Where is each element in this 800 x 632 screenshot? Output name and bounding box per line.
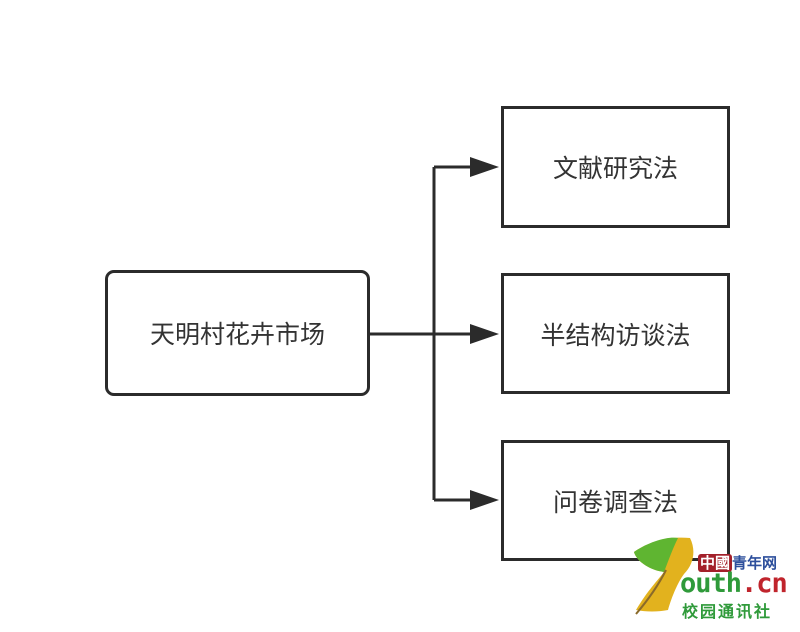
arrow-to-method-1	[434, 157, 499, 177]
method-label: 文献研究法	[552, 154, 678, 183]
logo-cn: 中國青年网	[698, 554, 778, 572]
method-node-literature: 文献研究法	[501, 106, 730, 228]
method-node-interview: 半结构访谈法	[501, 273, 730, 394]
method-label: 问卷调查法	[552, 487, 678, 517]
arrow-to-method-3	[434, 490, 499, 510]
logo-subtitle: 校园通讯社	[682, 602, 773, 621]
method-label: 半结构访谈法	[540, 320, 691, 350]
method-node-questionnaire: 问卷调查法	[501, 440, 730, 561]
root-label: 天明村花卉市场	[149, 320, 325, 349]
ginkgo-leaf-icon	[634, 537, 694, 615]
root-node: 天明村花卉市场	[105, 270, 370, 396]
logo-url: outh.cn	[680, 568, 788, 599]
youth-cn-watermark: 中國青年网 outh.cn 校园通讯社	[628, 530, 800, 630]
arrow-to-method-2	[434, 324, 499, 344]
